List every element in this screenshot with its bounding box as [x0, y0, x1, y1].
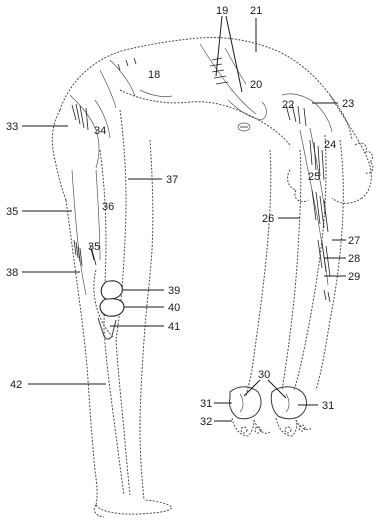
label-23: 23 [342, 98, 354, 110]
label-35-left: 35 [6, 206, 18, 218]
patella-detail [98, 281, 124, 339]
label-28: 28 [348, 253, 360, 265]
label-25: 25 [308, 171, 320, 183]
label-37: 37 [166, 174, 178, 186]
label-18: 18 [148, 69, 160, 81]
label-39: 39 [168, 285, 180, 297]
label-38: 38 [6, 267, 18, 279]
label-26: 26 [262, 213, 274, 225]
label-31-left: 31 [200, 398, 212, 410]
label-33: 33 [6, 121, 18, 133]
label-41: 41 [168, 321, 180, 333]
label-27: 27 [348, 235, 360, 247]
label-31-right: 31 [322, 400, 334, 412]
label-34: 34 [94, 125, 106, 137]
label-29: 29 [348, 271, 360, 283]
label-19: 19 [216, 5, 228, 17]
label-24: 24 [324, 139, 336, 151]
label-20: 20 [250, 79, 262, 91]
label-30: 30 [258, 369, 270, 381]
label-32: 32 [200, 416, 212, 428]
label-42: 42 [10, 379, 22, 391]
label-36: 36 [102, 201, 114, 213]
body-outline [52, 38, 373, 518]
label-21: 21 [250, 5, 262, 17]
label-22: 22 [282, 99, 294, 111]
label-40: 40 [168, 302, 180, 314]
leader-lines [22, 16, 346, 421]
label-35-inner: 35 [88, 241, 100, 253]
number-labels: 18 19 20 21 22 23 24 25 26 27 28 29 30 3… [6, 5, 360, 428]
